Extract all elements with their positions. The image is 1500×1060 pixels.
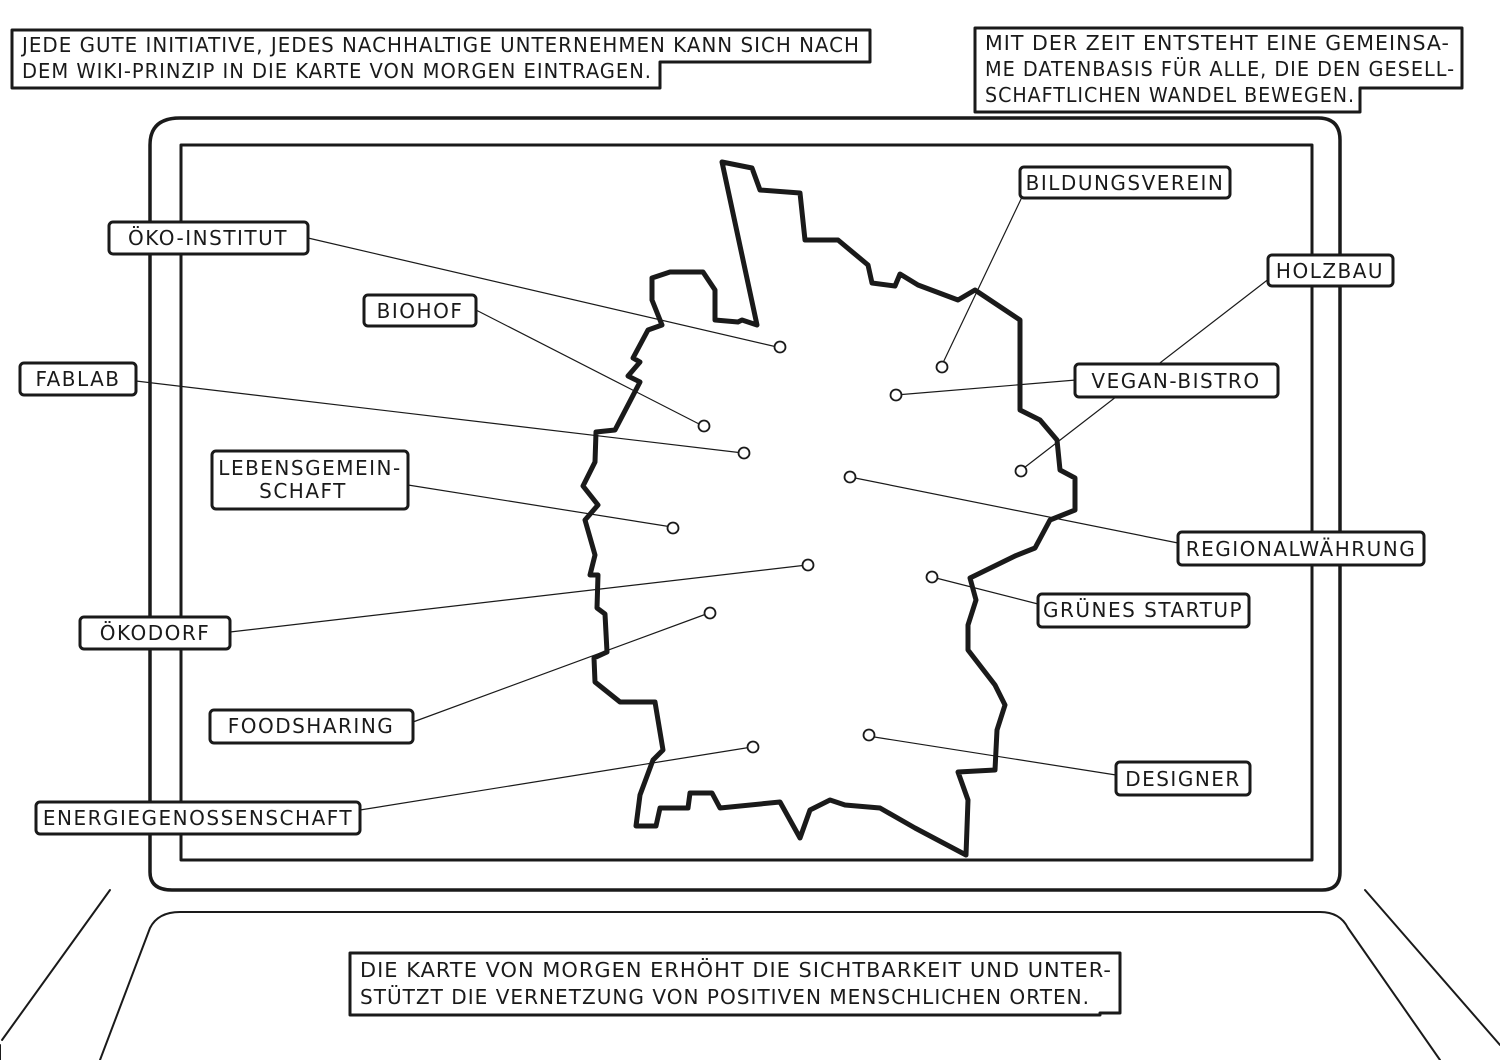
connector-biohof [475, 309, 704, 427]
label-foodsharing[interactable]: FOODSHARING [208, 708, 415, 745]
label-oeko-institut[interactable]: ÖKO-INSTITUT [107, 220, 310, 256]
label-holzbau[interactable]: HOLZBAU [1266, 253, 1395, 288]
pin-holzbau[interactable] [1014, 464, 1028, 478]
label-biohof[interactable]: BIOHOF [362, 293, 478, 328]
laptop [0, 116, 1500, 1060]
pin-lebensgemeinschaft[interactable] [666, 521, 680, 535]
caption-top-right-line1: MIT DER ZEIT ENTSTEHT EINE GEMEINSA- [985, 31, 1450, 55]
pin-designer[interactable] [862, 728, 876, 742]
label-holzbau-text: HOLZBAU [1276, 259, 1384, 283]
label-designer-text: DESIGNER [1125, 767, 1241, 791]
label-lebensgemeinschaft-line1: LEBENSGEMEIN- [218, 456, 401, 480]
pin-oeko-institut[interactable] [773, 340, 787, 354]
label-vegan-bistro-text: VEGAN-BISTRO [1091, 369, 1260, 393]
connector-gruenes-startup [931, 576, 1039, 605]
pin-vegan-bistro[interactable] [889, 388, 903, 402]
label-oekodorf[interactable]: ÖKODORF [78, 615, 232, 651]
label-foodsharing-text: FOODSHARING [228, 714, 395, 738]
laptop-base-outline [0, 889, 1500, 1060]
caption-bottom: DIE KARTE VON MORGEN ERHÖHT DIE SICHTBAR… [348, 951, 1122, 1017]
connector-lebensgemeinschaft [407, 484, 673, 528]
map-labels: ÖKO-INSTITUT BIOHOF FABLAB LEBENSGEMEIN-… [18, 165, 1426, 836]
label-bildungsverein[interactable]: BILDUNGSVEREIN [1018, 165, 1232, 200]
caption-top-left-line1: JEDE GUTE INITIATIVE, JEDES NACHHALTIGE … [20, 33, 860, 57]
caption-top-left-line2: DEM WIKI-PRINZIP IN DIE KARTE VON MORGEN… [22, 59, 652, 83]
caption-bottom-line2: STÜTZT DIE VERNETZUNG VON POSITIVEN MENS… [360, 985, 1090, 1009]
connector-regionalwaehrung [849, 476, 1179, 544]
label-fablab[interactable]: FABLAB [18, 361, 138, 397]
label-lebensgemeinschaft[interactable]: LEBENSGEMEIN- SCHAFT [210, 449, 410, 511]
label-fablab-text: FABLAB [35, 367, 120, 391]
connector-bildungsverein [940, 196, 1023, 368]
germany-map-outline [580, 159, 1078, 858]
keyboard-deck [99, 911, 1441, 1060]
connector-foodsharing [412, 612, 710, 723]
label-designer[interactable]: DESIGNER [1114, 760, 1252, 797]
pin-gruenes-startup[interactable] [925, 570, 939, 584]
label-regionalwaehrung[interactable]: REGIONALWÄHRUNG [1176, 530, 1426, 567]
connector-designer [867, 735, 1117, 776]
caption-top-right-line2: ME DATENBASIS FÜR ALLE, DIE DEN GESELL- [985, 57, 1455, 81]
connector-fablab [135, 380, 744, 454]
laptop-screen [179, 143, 1314, 862]
pin-energiegenossenschaft[interactable] [746, 740, 760, 754]
label-regionalwaehrung-text: REGIONALWÄHRUNG [1186, 537, 1417, 561]
pin-bildungsverein[interactable] [935, 360, 949, 374]
label-biohof-text: BIOHOF [377, 299, 464, 323]
connector-oekodorf [229, 564, 808, 633]
caption-bottom-line1: DIE KARTE VON MORGEN ERHÖHT DIE SICHTBAR… [360, 958, 1112, 982]
pin-foodsharing[interactable] [703, 606, 717, 620]
laptop-lid-outline [148, 116, 1342, 892]
pin-regionalwaehrung[interactable] [843, 470, 857, 484]
label-oeko-institut-text: ÖKO-INSTITUT [128, 226, 288, 250]
caption-top-right: MIT DER ZEIT ENTSTEHT EINE GEMEINSA- ME … [973, 26, 1464, 114]
location-pins [666, 340, 1028, 754]
label-energiegenossenschaft-text: ENERGIEGENOSSENSCHAFT [43, 806, 353, 830]
connector-oeko-institut [307, 237, 778, 348]
pin-oekodorf[interactable] [801, 558, 815, 572]
label-gruenes-startup-text: GRÜNES STARTUP [1043, 598, 1243, 622]
caption-top-right-line3: SCHAFTLICHEN WANDEL BEWEGEN. [985, 83, 1355, 107]
caption-top-left: JEDE GUTE INITIATIVE, JEDES NACHHALTIGE … [10, 28, 872, 90]
label-gruenes-startup[interactable]: GRÜNES STARTUP [1036, 592, 1251, 629]
pin-biohof[interactable] [697, 419, 711, 433]
pin-fablab[interactable] [737, 446, 751, 460]
connector-vegan-bistro [895, 379, 1077, 396]
label-bildungsverein-text: BILDUNGSVEREIN [1026, 171, 1225, 195]
label-lebensgemeinschaft-line2: SCHAFT [259, 479, 347, 503]
connector-energiegenossenschaft [359, 746, 753, 811]
label-oekodorf-text: ÖKODORF [100, 621, 211, 645]
label-energiegenossenschaft[interactable]: ENERGIEGENOSSENSCHAFT [34, 800, 362, 836]
label-vegan-bistro[interactable]: VEGAN-BISTRO [1073, 362, 1280, 399]
